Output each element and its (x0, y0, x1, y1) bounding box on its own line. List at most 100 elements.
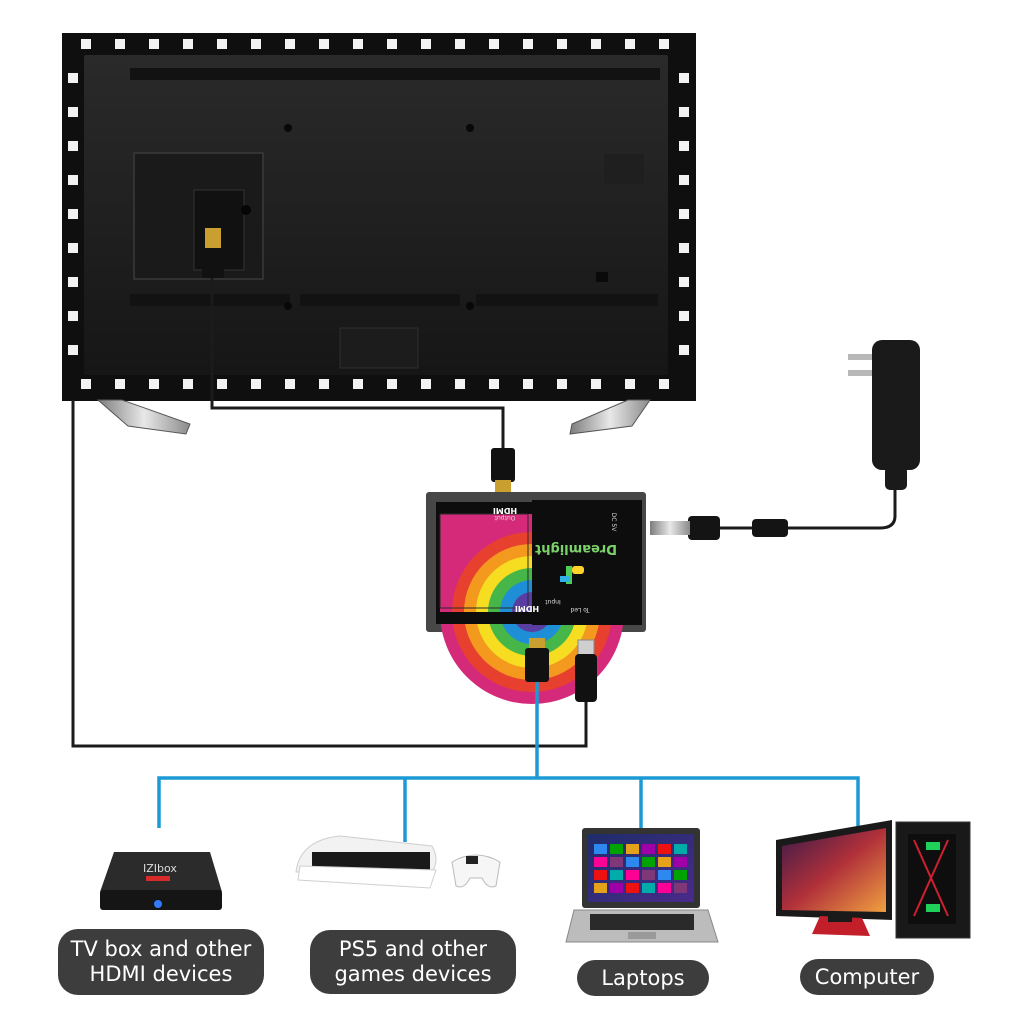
screen-tile (594, 857, 607, 867)
led-chip (251, 39, 261, 49)
label-laptops: Laptops (577, 960, 709, 996)
led-chip (679, 277, 689, 287)
blue-hdmi-lines (157, 682, 860, 842)
led-chip (387, 39, 397, 49)
ps5-console (295, 835, 437, 889)
screen-tile (594, 844, 607, 854)
led-chip (489, 39, 499, 49)
led-chip (679, 311, 689, 321)
screen-tile (642, 844, 655, 854)
led-chip (353, 379, 363, 389)
led-chip (319, 39, 329, 49)
screen-tile (626, 883, 639, 893)
led-chip (149, 39, 159, 49)
screen-tile (642, 883, 655, 893)
led-chip (285, 379, 295, 389)
screen-tile (610, 844, 623, 854)
led-chip (115, 379, 125, 389)
hdmi-plug-output (491, 448, 515, 492)
screen-tile (674, 857, 687, 867)
led-chip (659, 39, 669, 49)
led-chip (679, 209, 689, 219)
black-cables (71, 270, 897, 748)
brand-logo-icon (560, 566, 584, 584)
led-chip (679, 141, 689, 151)
led-chip (68, 311, 78, 321)
label-computer: Computer (800, 959, 934, 995)
led-chip (149, 379, 159, 389)
led-chip (421, 39, 431, 49)
screen-tile (594, 883, 607, 893)
hdmi-plug-input (525, 638, 549, 682)
led-chip (679, 175, 689, 185)
led-chip (387, 379, 397, 389)
port-output-sublabel: Output (494, 514, 515, 521)
port-input-label: HDMI (515, 604, 539, 613)
led-chip (81, 39, 91, 49)
led-chip (68, 73, 78, 83)
led-chip (455, 39, 465, 49)
screen-tile (626, 857, 639, 867)
screen-tile (610, 883, 623, 893)
label-laptops-text: Laptops (601, 965, 685, 990)
led-chip (421, 379, 431, 389)
led-chip (68, 277, 78, 287)
ps5-controller (451, 854, 501, 888)
brand-logo-text: Dreamlight (535, 541, 617, 556)
led-chip (659, 379, 669, 389)
hdmi-sync-box: HDMI Output Dreamlight HDMI Input To Led… (426, 492, 646, 704)
led-chip (625, 39, 635, 49)
screen-tile (626, 844, 639, 854)
led-chip (183, 379, 193, 389)
port-led-label: To Led (570, 606, 590, 613)
laptop-device (565, 828, 719, 943)
screen-tile (642, 857, 655, 867)
screen-tile (674, 844, 687, 854)
led-chip (217, 39, 227, 49)
led-chip (591, 379, 601, 389)
led-chip (183, 39, 193, 49)
power-adapter (848, 340, 920, 490)
led-chip (679, 345, 689, 355)
port-input-sublabel: Input (545, 598, 561, 605)
led-chip (68, 209, 78, 219)
led-chip (679, 73, 689, 83)
dc-barrel-plug (650, 516, 788, 540)
screen-tile (642, 870, 655, 880)
led-chip (625, 379, 635, 389)
led-strip (68, 39, 689, 389)
screen-tile (658, 883, 671, 893)
led-chip (455, 379, 465, 389)
screen-tile (594, 870, 607, 880)
label-ps5-line1: PS5 and other (338, 937, 488, 961)
led-chip (68, 175, 78, 185)
tv-back-panel (62, 33, 696, 401)
led-chip (319, 379, 329, 389)
screen-tile (626, 870, 639, 880)
led-chip (523, 39, 533, 49)
led-chip (557, 379, 567, 389)
tv-vents (130, 68, 660, 306)
screen-tile (610, 857, 623, 867)
tv-box-device: IZIbox (100, 852, 222, 910)
tv-stand-left (96, 399, 191, 435)
led-chip (285, 39, 295, 49)
led-chip (489, 379, 499, 389)
led-chip (68, 107, 78, 117)
hdmi-plug-tv (202, 228, 224, 278)
port-power-label: DC 5V (610, 513, 617, 533)
port-output-label: HDMI (493, 506, 517, 515)
led-chip (523, 379, 533, 389)
led-chip (679, 243, 689, 253)
label-ps5-line2: games devices (334, 962, 492, 986)
tv-stand-right (569, 399, 651, 435)
led-chip (217, 379, 227, 389)
computer-device (776, 820, 971, 939)
led-chip (591, 39, 601, 49)
led-chip (68, 345, 78, 355)
led-chip (81, 379, 91, 389)
led-chip (353, 39, 363, 49)
tv-box-brand: IZIbox (143, 862, 177, 875)
